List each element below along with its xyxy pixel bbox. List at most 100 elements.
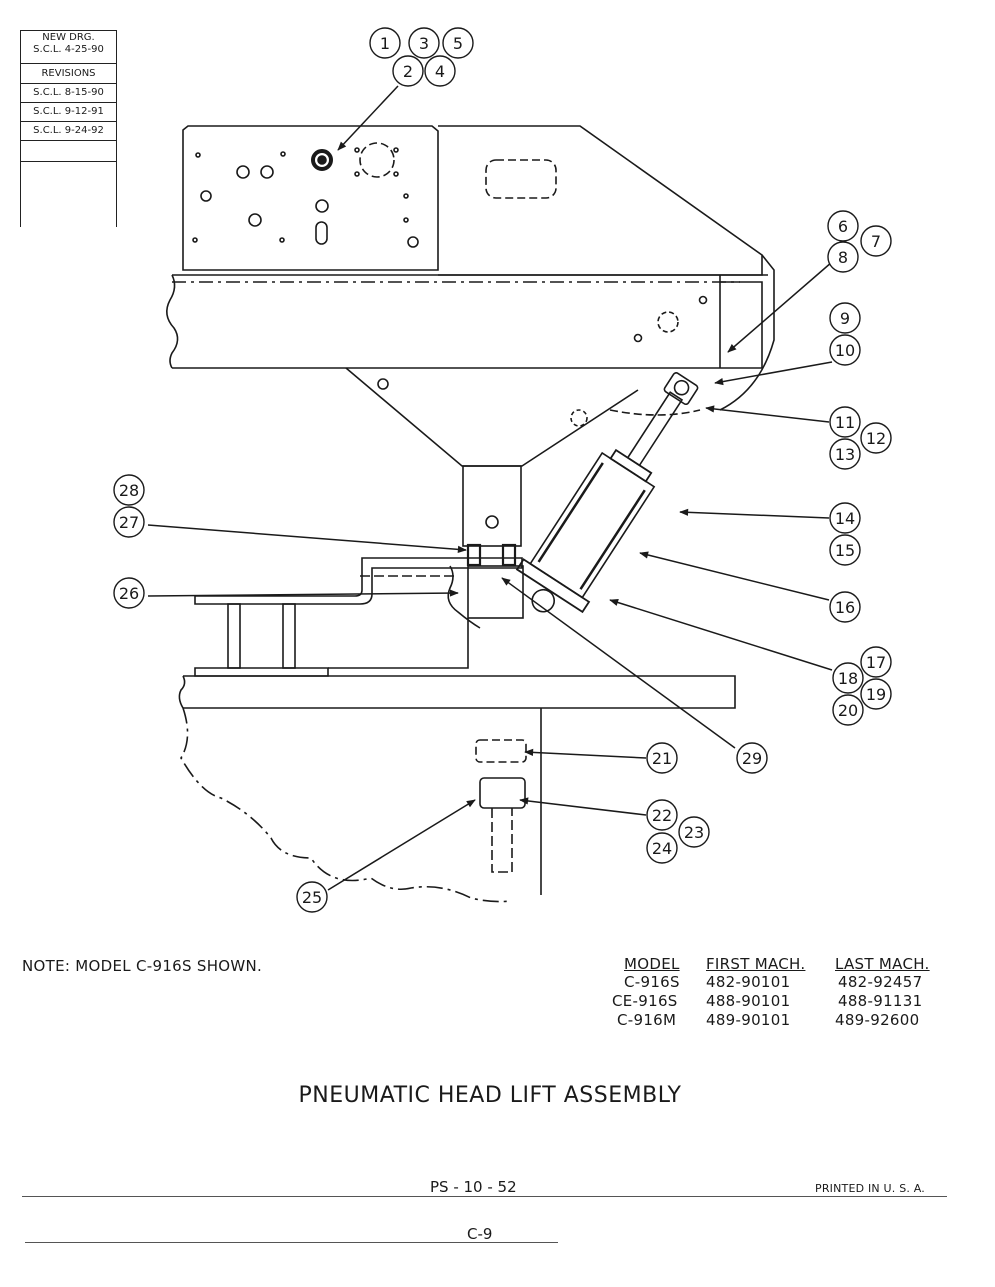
- callout-1: 1: [369, 27, 401, 59]
- hopper: [345, 367, 639, 467]
- callout-16: 16: [829, 591, 861, 623]
- table-cell: C-916M: [617, 1011, 677, 1029]
- callout-8: 8: [827, 241, 859, 273]
- pneumatic-cylinder: [515, 372, 699, 614]
- divider: [22, 1196, 947, 1197]
- svg-text:29: 29: [742, 749, 762, 768]
- svg-text:1: 1: [380, 34, 390, 53]
- svg-text:23: 23: [684, 823, 704, 842]
- revision-entry: S.C.L. 9-24-92: [33, 125, 104, 136]
- svg-text:15: 15: [835, 541, 855, 560]
- model-note: NOTE: MODEL C-916S SHOWN.: [22, 957, 263, 975]
- callout-bubbles: 1 2 3 4 5 6 7 8 9 10 11 12 13 14 15 16 1…: [113, 27, 892, 913]
- svg-text:10: 10: [835, 341, 855, 360]
- svg-text:3: 3: [419, 34, 429, 53]
- callout-9: 9: [829, 302, 861, 334]
- revision-block: NEW DRG. S.C.L. 4-25-90 REVISIONS S.C.L.…: [20, 30, 117, 227]
- callout-23: 23: [678, 816, 710, 848]
- svg-text:8: 8: [838, 248, 848, 267]
- table-cell: C-916S: [624, 973, 680, 991]
- callout-2: 2: [392, 55, 424, 87]
- callout-28: 28: [113, 474, 145, 506]
- svg-text:20: 20: [838, 701, 858, 720]
- callout-21: 21: [646, 742, 678, 774]
- table-cell: 488-90101: [706, 992, 791, 1010]
- table-cell: 489-92600: [835, 1011, 920, 1029]
- divider: [25, 1242, 558, 1243]
- svg-text:21: 21: [652, 749, 672, 768]
- callout-4: 4: [424, 55, 456, 87]
- head-plate: [182, 125, 439, 271]
- callout-27: 27: [113, 506, 145, 538]
- svg-text:18: 18: [838, 669, 858, 688]
- svg-text:14: 14: [835, 509, 855, 528]
- divider: [21, 63, 116, 64]
- svg-text:27: 27: [119, 513, 139, 532]
- mount-block: [467, 565, 524, 619]
- svg-text:16: 16: [835, 598, 855, 617]
- revision-entry: S.C.L. 8-15-90: [33, 87, 104, 98]
- callout-3: 3: [408, 27, 440, 59]
- callout-19: 19: [860, 678, 892, 710]
- callout-26: 26: [113, 577, 145, 609]
- svg-text:6: 6: [838, 217, 848, 236]
- arm: [438, 125, 763, 276]
- callout-15: 15: [829, 534, 861, 566]
- callout-11: 11: [829, 406, 861, 438]
- svg-text:24: 24: [652, 839, 672, 858]
- callout-25: 25: [296, 881, 328, 913]
- callout-5: 5: [442, 27, 474, 59]
- svg-text:19: 19: [866, 685, 886, 704]
- callout-12: 12: [860, 422, 892, 454]
- revision-entry: S.C.L. 9-12-91: [33, 106, 104, 117]
- callout-18: 18: [832, 662, 864, 694]
- svg-text:22: 22: [652, 806, 672, 825]
- parts-outline: [166, 125, 775, 903]
- svg-text:5: 5: [453, 34, 463, 53]
- column-header-model: MODEL: [624, 955, 680, 973]
- table-cell: CE-916S: [612, 992, 678, 1010]
- printed-label: PRINTED IN U. S. A.: [815, 1182, 926, 1195]
- divider: [21, 161, 116, 162]
- svg-text:11: 11: [835, 413, 855, 432]
- column: [462, 465, 522, 547]
- svg-text:9: 9: [840, 309, 850, 328]
- sheet-number: C-9: [467, 1225, 493, 1243]
- table-cell: 482-90101: [706, 973, 791, 991]
- new-drawing-entry: S.C.L. 4-25-90: [33, 44, 104, 55]
- divider: [21, 121, 116, 122]
- callout-29: 29: [736, 742, 768, 774]
- callout-17: 17: [860, 646, 892, 678]
- table-cell: 482-92457: [838, 973, 923, 991]
- new-drawing-label: NEW DRG.: [42, 32, 95, 43]
- callout-6: 6: [827, 210, 859, 242]
- svg-text:13: 13: [835, 445, 855, 464]
- svg-text:17: 17: [866, 653, 886, 672]
- table-cell: 489-90101: [706, 1011, 791, 1029]
- svg-text:12: 12: [866, 429, 886, 448]
- svg-text:25: 25: [302, 888, 322, 907]
- divider: [21, 140, 116, 141]
- callout-7: 7: [860, 225, 892, 257]
- base: [183, 675, 736, 709]
- divider: [21, 102, 116, 103]
- table-cell: 488-91131: [838, 992, 923, 1010]
- page-number: PS - 10 - 52: [430, 1178, 517, 1196]
- callout-20: 20: [832, 694, 864, 726]
- divider: [21, 83, 116, 84]
- svg-text:7: 7: [871, 232, 881, 251]
- column-header-first: FIRST MACH.: [706, 955, 806, 973]
- svg-text:2: 2: [403, 62, 413, 81]
- revisions-label: REVISIONS: [41, 68, 96, 79]
- column-header-last: LAST MACH.: [835, 955, 930, 973]
- callout-14: 14: [829, 502, 861, 534]
- callout-13: 13: [829, 438, 861, 470]
- svg-text:4: 4: [435, 62, 445, 81]
- svg-text:26: 26: [119, 584, 139, 603]
- callout-10: 10: [829, 334, 861, 366]
- leader-lines: [147, 85, 833, 891]
- callout-22: 22: [646, 799, 678, 831]
- drawing-title: PNEUMATIC HEAD LIFT ASSEMBLY: [298, 1083, 682, 1108]
- callout-24: 24: [646, 832, 678, 864]
